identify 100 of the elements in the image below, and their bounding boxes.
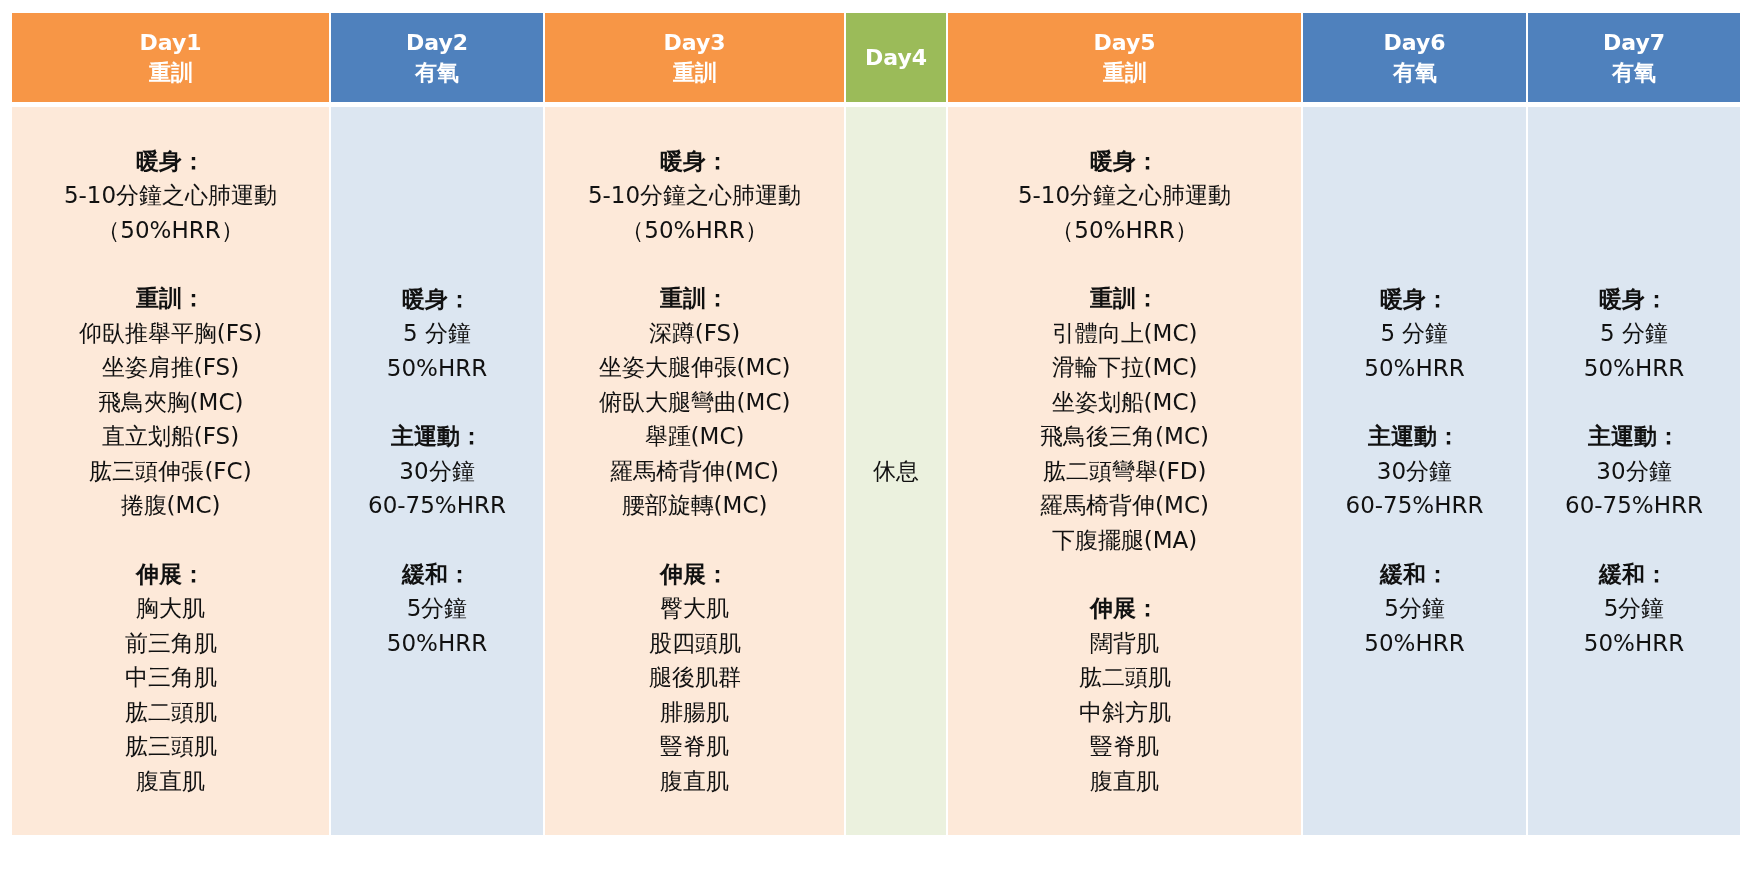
workout-type-label: 重訓 — [148, 58, 193, 87]
workout-type-label: 有氧 — [1392, 58, 1437, 87]
exercise-line: 滑輪下拉(MC) — [1051, 353, 1198, 383]
day-label: Day5 — [1093, 28, 1156, 57]
section-heading: 重訓： — [660, 284, 729, 314]
section-heading: 暖身： — [1599, 284, 1669, 314]
exercise-line: 肱三頭伸張(FC) — [89, 456, 252, 486]
exercise-line: 羅馬椅背伸(MC) — [610, 456, 779, 486]
exercise-line: 5 分鐘 — [1380, 319, 1449, 349]
exercise-line: 肱二頭彎舉(FD) — [1042, 456, 1207, 486]
day-column-panel — [846, 107, 946, 835]
day-header — [12, 13, 329, 102]
day-column-panel — [1303, 107, 1526, 835]
section-heading: 暖身： — [136, 146, 205, 176]
section-heading: 緩和： — [1599, 559, 1669, 589]
exercise-line: 30分鐘 — [1596, 456, 1672, 486]
exercise-line: 豎脊肌 — [1090, 732, 1159, 762]
exercise-line: 60-75%HRR — [1345, 491, 1484, 521]
day-header — [1528, 13, 1740, 102]
section-heading: 重訓： — [136, 284, 205, 314]
workout-type-label: 重訓 — [1102, 58, 1147, 87]
workout-type-label: 重訓 — [672, 58, 717, 87]
exercise-line: 股四頭肌 — [648, 628, 741, 658]
workout-type-label: 有氧 — [1612, 58, 1656, 87]
exercise-line: 坐姿大腿伸張(MC) — [598, 353, 791, 383]
section-heading: 主運動： — [1368, 422, 1461, 452]
section-heading: 主運動： — [391, 422, 483, 452]
section-heading: 暖身： — [1090, 146, 1159, 176]
day-column-panel — [1528, 107, 1740, 835]
exercise-line: 飛鳥後三角(MC) — [1040, 422, 1209, 452]
exercise-line: 下腹擺腿(MA) — [1051, 525, 1198, 555]
section-heading: 暖身： — [402, 284, 472, 314]
day-label: Day1 — [139, 28, 202, 57]
section-heading: 暖身： — [1380, 284, 1449, 314]
day-label: Day6 — [1383, 28, 1446, 57]
exercise-line: 前三角肌 — [124, 628, 217, 658]
exercise-line: 5 分鐘 — [1600, 319, 1668, 349]
exercise-line: 闊背肌 — [1090, 628, 1159, 658]
section-heading: 緩和： — [402, 559, 472, 589]
exercise-line: 肱二頭肌 — [124, 697, 217, 727]
exercise-line: 30分鐘 — [399, 456, 475, 486]
day-header — [1303, 13, 1526, 102]
section-heading: 主運動： — [1588, 422, 1680, 452]
day-header — [846, 13, 946, 102]
rest-label: 休息 — [873, 456, 919, 486]
exercise-line: （50%HRR） — [97, 215, 244, 245]
exercise-line: 腹直肌 — [660, 766, 729, 796]
day-column-panel — [331, 107, 543, 835]
exercise-line: 中斜方肌 — [1078, 697, 1171, 727]
exercise-line: 仰臥推舉平胸(FS) — [78, 318, 263, 348]
exercise-line: 5-10分鐘之心肺運動 — [1017, 181, 1232, 211]
exercise-line: 5-10分鐘之心肺運動 — [63, 181, 278, 211]
exercise-line: 50%HRR — [1364, 628, 1465, 658]
exercise-line: 坐姿肩推(FS) — [101, 353, 240, 383]
exercise-line: 引體向上(MC) — [1051, 318, 1198, 348]
exercise-line: （50%HRR） — [621, 215, 768, 245]
exercise-line: 飛鳥夾胸(MC) — [97, 387, 244, 417]
exercise-line: 5-10分鐘之心肺運動 — [587, 181, 802, 211]
exercise-line: 50%HRR — [386, 353, 488, 383]
day-column-panel — [12, 107, 329, 835]
exercise-line: 5 分鐘 — [403, 319, 471, 349]
exercise-line: 臀大肌 — [660, 594, 729, 624]
section-heading: 伸展： — [1090, 594, 1159, 624]
day-label: Day7 — [1602, 28, 1666, 57]
exercise-line: 腿後肌群 — [648, 663, 741, 693]
workout-type-label: 有氧 — [415, 58, 459, 87]
day-label: Day4 — [864, 43, 928, 72]
section-heading: 緩和： — [1380, 559, 1449, 589]
exercise-line: 60-75%HRR — [368, 491, 506, 521]
exercise-line: 中三角肌 — [124, 663, 217, 693]
day-header — [331, 13, 543, 102]
day-column-panel — [948, 107, 1301, 835]
exercise-line: 50%HRR — [1364, 353, 1465, 383]
exercise-line: 羅馬椅背伸(MC) — [1040, 491, 1209, 521]
section-heading: 暖身： — [660, 146, 729, 176]
exercise-line: 5分鐘 — [406, 594, 468, 624]
exercise-line: 腹直肌 — [1090, 766, 1159, 796]
exercise-line: 腰部旋轉(MC) — [621, 491, 768, 521]
exercise-line: 60-75%HRR — [1565, 491, 1703, 521]
exercise-line: 肱三頭肌 — [124, 732, 217, 762]
exercise-line: 肱二頭肌 — [1078, 663, 1171, 693]
exercise-line: 直立划船(FS) — [101, 422, 240, 452]
exercise-line: 50%HRR — [1583, 353, 1685, 383]
exercise-line: 50%HRR — [1583, 628, 1685, 658]
exercise-line: 胸大肌 — [136, 594, 205, 624]
day-header — [948, 13, 1301, 102]
exercise-line: 30分鐘 — [1376, 456, 1453, 486]
exercise-line: 坐姿划船(MC) — [1051, 387, 1198, 417]
day-label: Day3 — [663, 28, 726, 57]
exercise-line: 捲腹(MC) — [120, 491, 221, 521]
day-label: Day2 — [405, 28, 469, 57]
exercise-line: 5分鐘 — [1384, 594, 1445, 624]
exercise-line: 腹直肌 — [136, 766, 205, 796]
day-column-panel — [545, 107, 844, 835]
section-heading: 伸展： — [136, 559, 205, 589]
section-heading: 重訓： — [1090, 284, 1159, 314]
day-header — [545, 13, 844, 102]
exercise-line: 舉踵(MC) — [644, 422, 745, 452]
exercise-line: （50%HRR） — [1051, 215, 1198, 245]
exercise-line: 5分鐘 — [1603, 594, 1665, 624]
